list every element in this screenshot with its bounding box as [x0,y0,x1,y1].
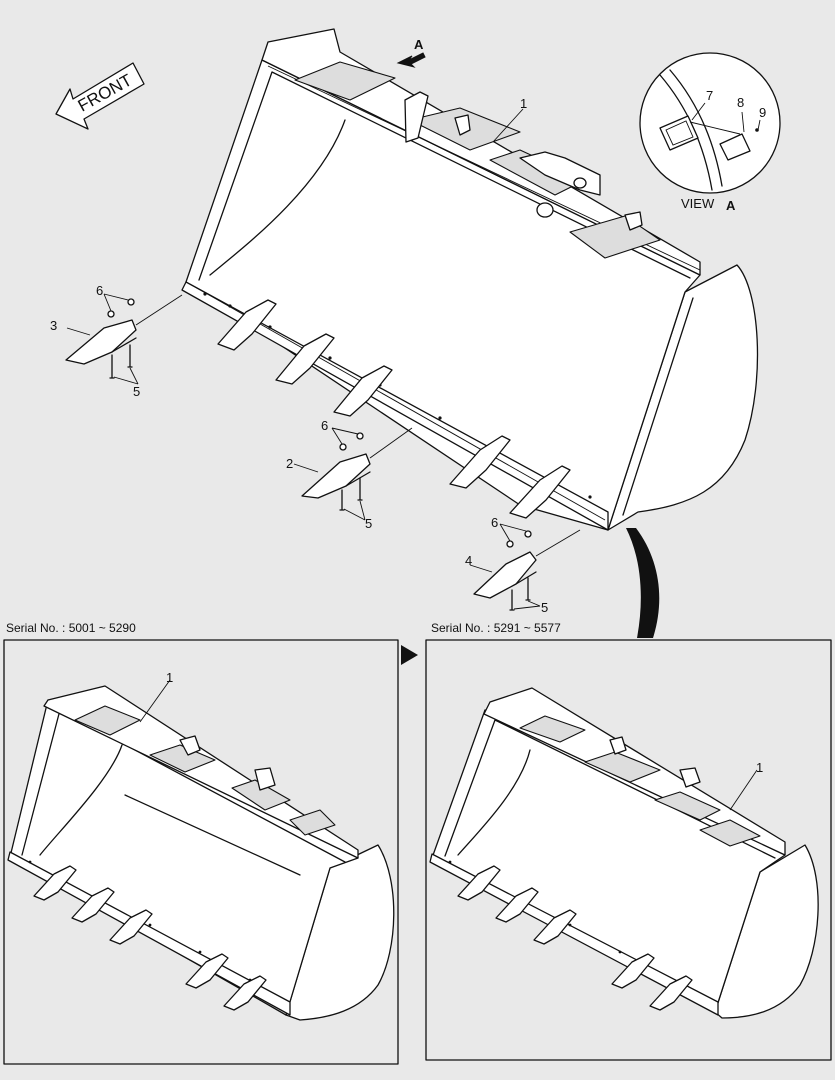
callout-1-main: 1 [520,96,527,111]
callout-7: 7 [706,88,713,103]
serial-label-left: Serial No. : 5001 ~ 5290 [6,621,136,635]
callout-6-a: 6 [96,283,103,298]
serial-label-right: Serial No. : 5291 ~ 5577 [431,621,561,635]
callout-2: 2 [286,456,293,471]
callout-1-left: 1 [166,670,173,685]
callout-5-b: 5 [365,516,372,531]
pointer-arrow-icon [401,645,418,665]
callout-6-b: 6 [321,418,328,433]
view-a-arrow-icon: A [396,37,426,68]
inset-right: 1 [425,639,832,1061]
callout-8: 8 [737,95,744,110]
main-bucket-drawing [181,28,759,638]
view-a-letter: A [726,198,736,213]
callout-3: 3 [50,318,57,333]
callout-5-c: 5 [541,600,548,615]
view-a-detail: 7 8 9 VIEW A [639,52,781,213]
inset-left: 1 [3,639,399,1065]
callout-5-a: 5 [133,384,140,399]
front-arrow-icon: FRONT [55,62,145,130]
callout-1-right: 1 [756,760,763,775]
callout-4: 4 [465,553,472,568]
callout-6-c: 6 [491,515,498,530]
tooth-group-3: 3 6 5 [50,283,183,399]
callout-9: 9 [759,105,766,120]
tooth-group-2: 2 6 5 [286,418,413,531]
tooth-group-4: 4 6 5 [465,515,581,615]
view-a-title: VIEW [681,196,715,211]
view-a-arrow-label: A [414,37,424,52]
